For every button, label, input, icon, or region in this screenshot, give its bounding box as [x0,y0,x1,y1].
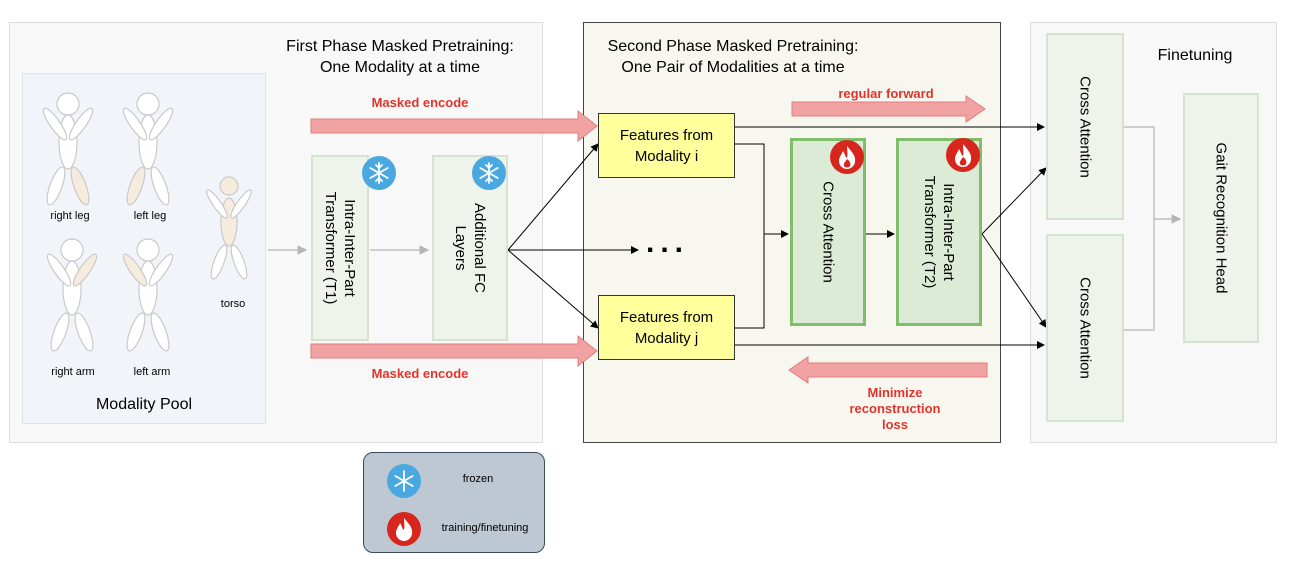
transformer-t1-box: Intra-Inter-Part Transformer (T1) [311,155,369,341]
features-i-line2: Modality i [634,147,699,165]
minimize-line2: reconstruction [849,401,941,416]
flame-icon [946,138,980,172]
figure-torso [206,176,252,280]
cross-attention-ft-top-box: Cross Attention [1046,33,1124,220]
label-left-arm: left arm [133,366,171,378]
phase2-title-line2: One Pair of Modalities at a time [621,59,845,76]
features-j-line2: Modality j [634,329,699,347]
phase1-title-line2: One Modality at a time [319,59,481,76]
label-right-arm: right arm [51,366,95,378]
regular-forward-label: regular forward [838,86,934,101]
minimize-line1: Minimize [867,385,923,400]
gait-recognition-head-box: Gait Recognition Head [1183,93,1259,343]
label-right-leg: right leg [50,210,90,222]
figure-left-arm [122,238,174,352]
legend-training-label: training/finetuning [441,522,529,534]
label-left-leg: left leg [133,210,167,222]
masked-encode-bottom-arrow [310,334,598,368]
flame-icon [830,140,864,174]
label-torso: torso [220,298,246,310]
figure-right-leg [42,92,94,206]
phase2-title-line1: Second Phase Masked Pretraining: [607,38,859,55]
features-i-line1: Features from [619,126,714,144]
ellipsis: ... [646,226,690,259]
masked-encode-bottom-label: Masked encode [371,366,469,381]
figure-left-leg [122,92,174,206]
legend: frozen training/finetuning [363,452,545,553]
phase2-title: Second Phase Masked Pretraining: One Pai… [583,36,883,78]
minimize-loss-arrow [788,356,988,384]
masked-encode-top-label: Masked encode [371,95,469,110]
cross-attention-ft-bottom-box: Cross Attention [1046,234,1124,422]
features-j-line1: Features from [619,308,714,326]
modality-pool-label: Modality Pool [95,396,193,413]
legend-frozen-label: frozen [462,473,494,485]
minimize-line3: loss [881,417,908,432]
minimize-loss-label: Minimize reconstruction loss [820,385,970,433]
figure-right-arm [46,238,98,352]
phase1-title-line1: First Phase Masked Pretraining: [286,38,514,55]
masked-encode-top-arrow [310,109,598,143]
snowflake-icon [387,464,421,498]
snowflake-icon [361,155,397,191]
features-modality-i-box: Features from Modality i [598,113,735,178]
snowflake-icon [471,155,507,191]
flame-icon [387,512,421,546]
regular-forward-arrow [791,95,986,123]
finetuning-title: Finetuning [1157,47,1233,64]
phase1-title: First Phase Masked Pretraining: One Moda… [250,36,550,78]
features-modality-j-box: Features from Modality j [598,295,735,360]
